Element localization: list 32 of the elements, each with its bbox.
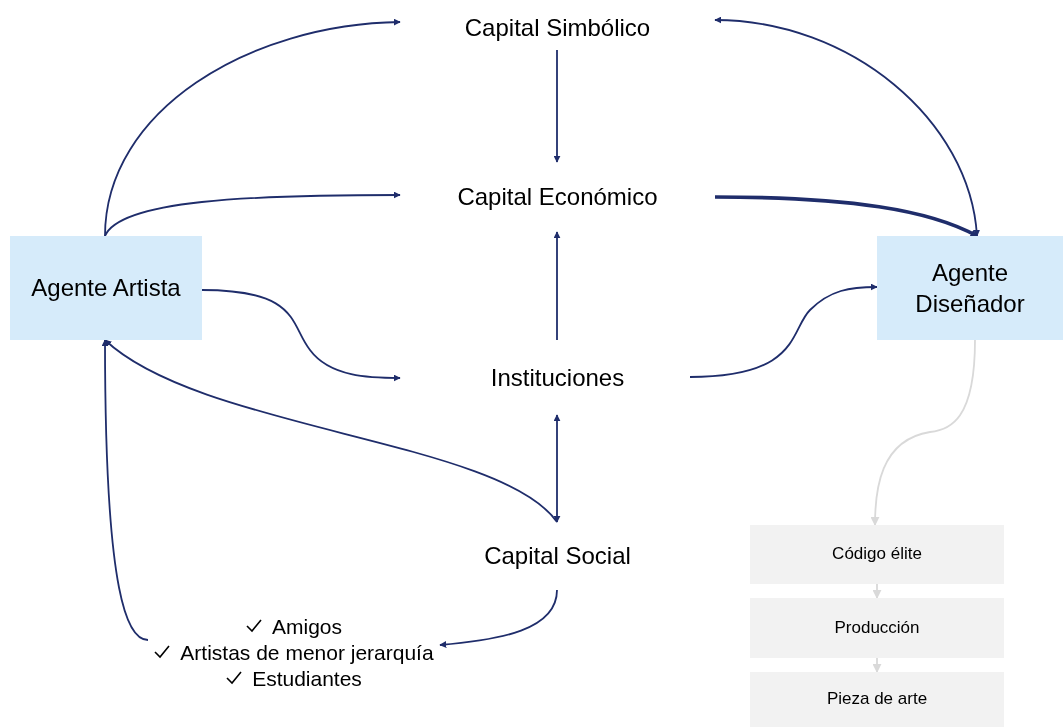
concept-label: Capital Social	[484, 541, 631, 572]
arrow	[689, 283, 878, 378]
arrow	[101, 339, 149, 641]
process-box	[750, 598, 1004, 658]
list-item: Estudiantes	[252, 666, 362, 693]
arrow	[714, 16, 980, 237]
list-item: Artistas de menor jerarquía	[180, 639, 434, 666]
arrow	[553, 49, 561, 163]
box-label: Agente Diseñador	[914, 257, 1026, 319]
arrow	[715, 195, 978, 238]
process-box	[750, 672, 1004, 727]
agent-box	[877, 236, 1063, 340]
concept-label: Instituciones	[490, 362, 625, 393]
arrow	[201, 289, 401, 382]
arrow	[553, 414, 561, 523]
list-item: Amigos	[272, 613, 342, 640]
box-label: Pieza de arte	[826, 688, 928, 711]
arrow	[439, 589, 558, 648]
box-label: Producción	[834, 616, 920, 639]
box-label: Agente Artista	[31, 273, 181, 304]
arrow	[870, 339, 976, 526]
arrow	[872, 657, 882, 673]
arrow	[553, 231, 561, 341]
arrow	[872, 583, 882, 599]
concept-label: Capital Simbólico	[464, 13, 651, 44]
arrow	[104, 339, 558, 523]
agent-box	[10, 236, 202, 340]
box-label: Código élite	[832, 543, 922, 566]
arrow	[104, 18, 401, 237]
process-box	[750, 525, 1004, 584]
concept-label: Capital Económico	[457, 182, 658, 213]
arrow	[104, 191, 401, 237]
